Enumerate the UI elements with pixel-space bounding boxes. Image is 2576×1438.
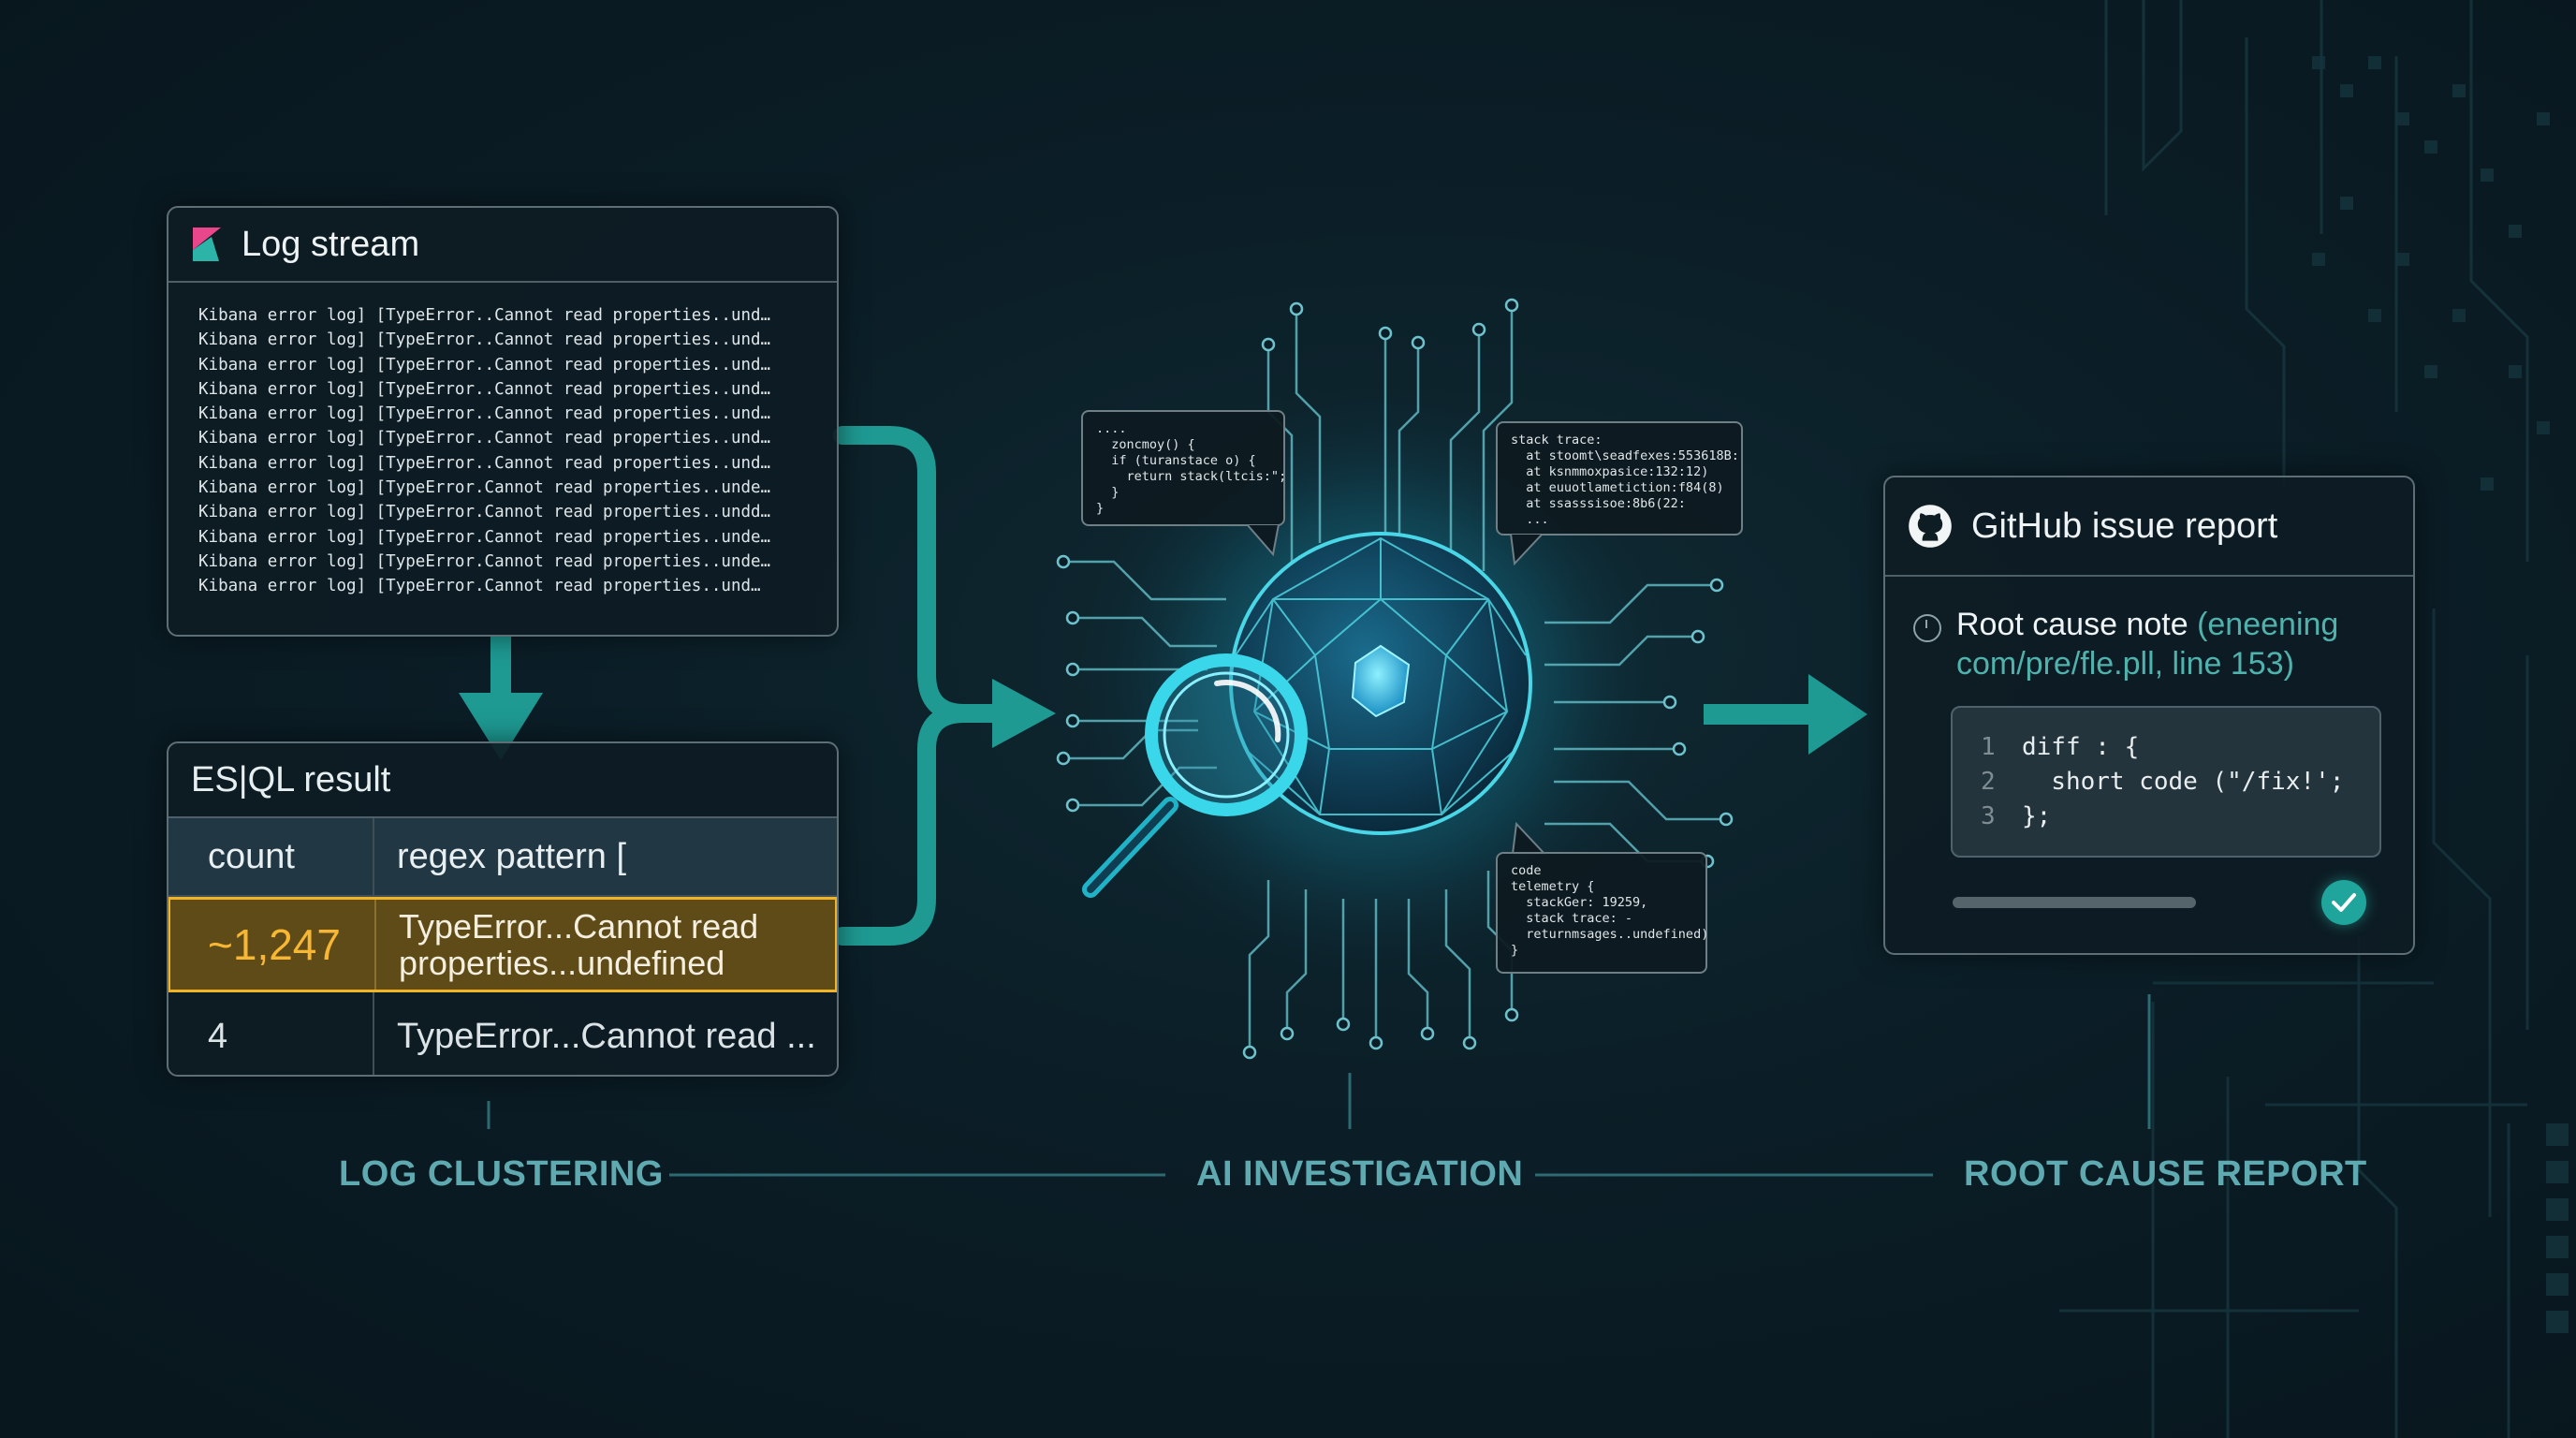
code-text: diff : {: [2022, 733, 2140, 761]
log-line: Kibana error log] [TypeError.Cannot read…: [198, 551, 771, 571]
github-issue-panel: GitHub issue report Root cause note (ene…: [1883, 476, 2415, 955]
log-line: Kibana error log] [TypeError..Cannot rea…: [198, 330, 771, 350]
github-body: Root cause note (eneening com/pre/fle.pl…: [1885, 577, 2413, 858]
root-cause-note: Root cause note (eneening com/pre/fle.pl…: [1913, 605, 2385, 683]
code-text: short code ("/fix!';: [2022, 768, 2345, 796]
log-line: Kibana error log] [TypeError..Cannot rea…: [198, 355, 771, 374]
count-cell: 4: [168, 992, 374, 1075]
kibana-logo-icon: [193, 227, 221, 261]
github-logo-icon: [1909, 505, 1952, 548]
column-header-count: count: [168, 818, 374, 895]
code-bubble-top-right: stack trace: at stoomt\seadfexes:553618B…: [1496, 421, 1743, 536]
down-arrow-shaft: [490, 637, 511, 693]
code-bubble-bottom: code telemetry { stackGer: 19259, stack …: [1496, 852, 1708, 974]
log-line: Kibana error log] [TypeError.Cannot read…: [198, 503, 771, 522]
note-path[interactable]: (eneening com/pre/fle.pll, line 153): [1956, 607, 2339, 682]
pattern-cell: TypeError...Cannot read ...: [397, 1016, 816, 1056]
merge-connector: [833, 426, 1002, 946]
code-text: };: [2022, 802, 2052, 830]
log-line: Kibana error log] [TypeError..Cannot rea…: [198, 379, 771, 399]
stage-timeline: [487, 994, 2151, 1177]
column-header-pattern: regex pattern [: [397, 836, 627, 876]
bubble-tail: [1509, 534, 1544, 566]
github-header: GitHub issue report: [1885, 477, 2413, 577]
table-row[interactable]: 4 TypeError...Cannot read ...: [168, 992, 837, 1075]
log-line: Kibana error log] [TypeError.Cannot read…: [198, 527, 771, 547]
stage-label-ai-investigation: AI INVESTIGATION: [1196, 1154, 1524, 1194]
stage-label-root-cause-report: ROOT CAUSE REPORT: [1964, 1154, 2367, 1194]
pattern-cell: TypeError...Cannot read properties...und…: [399, 907, 759, 982]
log-line: Kibana error log] [TypeError..Cannot rea…: [198, 429, 771, 448]
arrow-into-ai: [992, 679, 1056, 748]
log-line: Kibana error log] [TypeError..Cannot rea…: [198, 404, 771, 424]
esql-table: count regex pattern [ ~1,247 TypeError..…: [168, 818, 837, 1075]
line-number: 2: [1981, 768, 1996, 796]
note-label: Root cause note: [1956, 607, 2188, 642]
clock-icon: [1913, 614, 1941, 642]
line-number: 1: [1981, 733, 1996, 761]
circuit-traces: [1067, 309, 1722, 1049]
log-stream-title: Log stream: [242, 224, 420, 264]
code-line: 1 diff : {: [1981, 730, 2379, 765]
log-stream-header: Log stream: [168, 208, 837, 283]
right-arrow-shaft: [1704, 704, 1816, 725]
stage-label-log-clustering: LOG CLUSTERING: [339, 1154, 664, 1194]
right-arrow-head: [1808, 674, 1867, 755]
esql-result-panel: ES|QL result count regex pattern [ ~1,24…: [167, 741, 839, 1077]
log-line: Kibana error log] [TypeError.Cannot read…: [198, 478, 771, 498]
line-number: 3: [1981, 802, 1996, 830]
log-line: Kibana error log] [TypeError..Cannot rea…: [198, 306, 771, 325]
github-title: GitHub issue report: [1971, 506, 2278, 546]
log-lines: Kibana error log] [TypeError..Cannot rea…: [168, 283, 837, 599]
progress-bar: [1953, 897, 2196, 908]
log-line: Kibana error log] [TypeError.Cannot read…: [198, 577, 761, 596]
code-bubble-top-left: .... zoncmoy() { if (turanstace o) { ret…: [1081, 410, 1286, 526]
circuit-background: [2059, 0, 2529, 1438]
magnifying-glass-icon: [1082, 653, 1308, 898]
bubble-tail: [1245, 524, 1281, 557]
bubble-tail: [1511, 822, 1546, 855]
esql-header: ES|QL result: [168, 743, 837, 818]
neural-sphere-icon: [1229, 532, 1532, 835]
circuit-nodes: [1056, 298, 1734, 1060]
table-header-row: count regex pattern [: [168, 818, 837, 897]
code-line: 3};: [1981, 800, 2379, 834]
pixel-grid: [2312, 56, 2569, 1333]
code-line: 2 short code ("/fix!';: [1981, 765, 2379, 800]
count-cell: ~1,247: [170, 900, 376, 990]
table-row-highlighted[interactable]: ~1,247 TypeError...Cannot read propertie…: [168, 897, 837, 992]
down-arrow-head: [459, 693, 543, 760]
esql-title: ES|QL result: [191, 759, 391, 800]
log-line: Kibana error log] [TypeError..Cannot rea…: [198, 453, 771, 473]
check-icon: [2321, 880, 2366, 925]
log-stream-panel: Log stream Kibana error log] [TypeError.…: [167, 206, 839, 637]
